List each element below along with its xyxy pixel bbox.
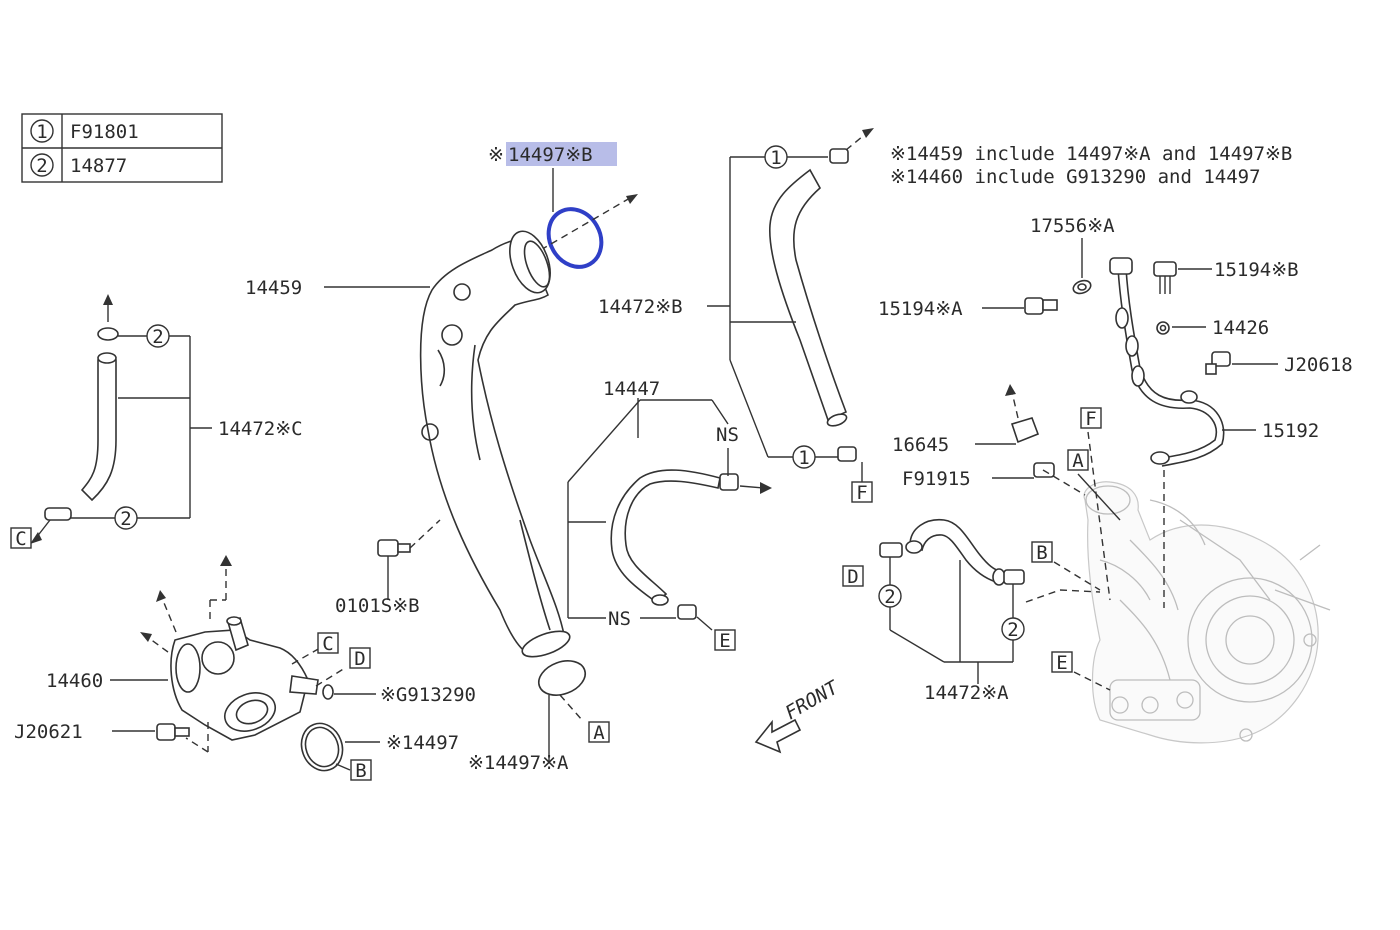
highlighted-part[interactable]: ※ 14497※B: [488, 142, 638, 276]
label-14497a[interactable]: ※14497※A: [468, 752, 569, 774]
hose-14472c: 2 2: [30, 294, 212, 544]
label-0101sb[interactable]: 0101S※B: [335, 595, 420, 617]
oil-line-group: [975, 238, 1278, 479]
front-label: FRONT: [782, 676, 844, 724]
hose-14472b: 1 1: [707, 128, 874, 482]
label-14459[interactable]: 14459: [245, 277, 302, 299]
bolt-j20621-icon: [112, 723, 190, 741]
bolt-0101sb-icon: [377, 519, 441, 600]
label-ns-bottom: NS: [608, 608, 631, 630]
circle-1-b-bottom: 1: [798, 447, 809, 469]
ref-box-e-turbo: E: [1056, 652, 1067, 674]
label-14426[interactable]: 14426: [1212, 317, 1269, 339]
circle-2-a-left: 2: [884, 586, 895, 608]
ref-box-e-hose: E: [719, 630, 730, 652]
circle-1-b-top: 1: [770, 147, 781, 169]
highlight-prefix: ※: [488, 144, 504, 166]
ref-box-c-outlet: C: [322, 633, 333, 655]
legend-num-2: 2: [36, 155, 47, 177]
label-14472a[interactable]: 14472※A: [924, 682, 1009, 704]
circle-2-c-bottom: 2: [120, 508, 131, 530]
label-ns-top: NS: [716, 424, 739, 446]
ref-box-c-hose: C: [15, 528, 26, 550]
label-14497[interactable]: ※14497: [386, 732, 459, 754]
legend-num-1: 1: [36, 121, 47, 143]
label-15194a[interactable]: 15194※A: [878, 298, 963, 320]
highlight-label: 14497※B: [508, 144, 593, 166]
ref-box-b-turbo: B: [1036, 542, 1047, 564]
label-17556a[interactable]: 17556※A: [1030, 215, 1115, 237]
label-14472b[interactable]: 14472※B: [598, 296, 683, 318]
hose-14472a: 2 2: [878, 519, 1025, 684]
ref-box-a-pipe: A: [593, 722, 605, 744]
label-g913290[interactable]: ※G913290: [380, 684, 476, 706]
front-arrow-icon: FRONT: [754, 676, 844, 754]
legend-table: 1 F91801 2 14877: [21, 113, 223, 183]
circle-2-a-right: 2: [1007, 619, 1018, 641]
ref-box-f-turbo: F: [1085, 408, 1096, 430]
label-15192[interactable]: 15192: [1262, 420, 1319, 442]
label-14447[interactable]: 14447: [603, 378, 660, 400]
label-f91915[interactable]: F91915: [902, 468, 971, 490]
pipe-14459: [419, 230, 587, 762]
label-14460[interactable]: 14460: [46, 670, 103, 692]
label-j20618[interactable]: J20618: [1284, 354, 1353, 376]
legend-code-1: F91801: [70, 121, 139, 143]
turbo-assembly-ghost: [1025, 431, 1331, 744]
label-14472c[interactable]: 14472※C: [218, 418, 303, 440]
label-j20621[interactable]: J20621: [14, 721, 83, 743]
label-15194b[interactable]: 15194※B: [1214, 259, 1299, 281]
legend-code-2: 14877: [70, 155, 127, 177]
ref-box-b-outlet: B: [355, 760, 366, 782]
ref-box-f-hose: F: [856, 482, 867, 504]
hose-14447: [567, 398, 772, 631]
oring-g913290-icon: [322, 684, 376, 700]
circle-2-c-top: 2: [152, 326, 163, 348]
gasket-ring-icon: [546, 207, 604, 269]
note-14459: ※14459 include 14497※A and 14497※B: [890, 143, 1292, 165]
ref-box-a-turbo: A: [1072, 450, 1084, 472]
ref-box-d-outlet: D: [354, 648, 365, 670]
note-14460: ※14460 include G913290 and 14497: [890, 166, 1261, 188]
gasket-14497-icon: [300, 722, 380, 772]
ref-box-d-hose: D: [847, 566, 858, 588]
label-16645[interactable]: 16645: [892, 434, 949, 456]
outlet-14460: [110, 555, 346, 753]
